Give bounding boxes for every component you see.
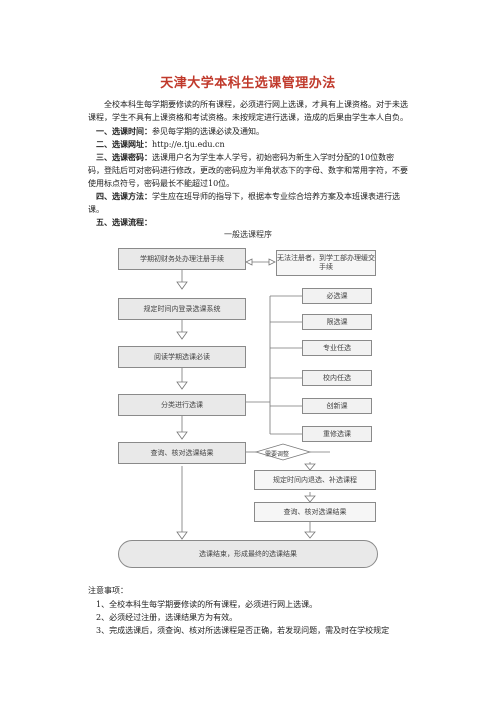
item-4-text: 学生应在班导师的指导下，根据本专业综合培养方案及本班课表进行选课。 (88, 192, 400, 214)
category-limited: 限选课 (302, 314, 372, 330)
item-2-text: http://e.tju.edu.cn (152, 140, 225, 149)
category-retake: 重修选课 (302, 426, 372, 442)
intro-paragraph: 全校本科生每学期要修读的所有课程，必须进行网上选课，才具有上课资格。对于未选课程… (88, 100, 408, 122)
item-2-label: 二、选课网址： (96, 140, 152, 149)
note-3: 3、完成选课后，须查询、核对所选课程是否正确，若发现问题，需及时在学校规定 (96, 626, 390, 635)
flow-step-login: 规定时间内登录选课系统 (118, 298, 246, 320)
item-1-text: 参见每学期的选课必读及通知。 (152, 127, 264, 136)
item-4-label: 四、选课方法： (96, 192, 152, 201)
category-major-elective: 专业任选 (302, 340, 372, 356)
item-5-label: 五、选课流程： (96, 218, 152, 227)
item-5: 五、选课流程： (88, 216, 408, 229)
flow-step-select-by-category: 分类进行选课 (118, 394, 246, 416)
flowchart-title: 一般选课程序 (224, 230, 272, 239)
adjust-decision: 需要调整 (265, 451, 290, 458)
item-3: 三、选课密码：选课用户名为学生本人学号，初始密码为新生入学时分配的10位数密码，… (88, 151, 408, 190)
flow-final-result: 选课结束，形成最终的选课结果 (118, 540, 378, 568)
note-2: 2、必须经过注册，选课结果方为有效。 (96, 613, 238, 622)
note-1: 1、全校本科生每学期要修读的所有课程，必须进行网上选课。 (96, 600, 318, 609)
flow-side-note: 无法注册者，到学工部办理缓交手续 (276, 250, 376, 276)
flow-step-register: 学期初财务处办理注册手续 (118, 248, 246, 270)
flow-step-read-guide: 阅读学期选课必读 (118, 346, 246, 368)
item-3-label: 三、选课密码： (96, 153, 152, 162)
item-4: 四、选课方法：学生应在班导师的指导下，根据本专业综合培养方案及本班课表进行选课。 (88, 190, 408, 216)
item-2: 二、选课网址：http://e.tju.edu.cn (88, 138, 408, 151)
item-3-text: 选课用户名为学生本人学号，初始密码为新生入学时分配的10位数密码，登陆后可对密码… (88, 153, 408, 188)
document-title: 天津大学本科生选课管理办法 (160, 76, 336, 91)
notes-heading: 注意事项： (88, 586, 128, 595)
flow-step-recheck: 查询、核对选课结果 (254, 502, 376, 522)
category-innovation: 创新课 (302, 398, 372, 414)
item-1: 一、选课时间：参见每学期的选课必读及通知。 (88, 125, 408, 138)
flow-step-check-result: 查询、核对选课结果 (118, 442, 246, 464)
category-required: 必选课 (302, 288, 372, 304)
item-1-label: 一、选课时间： (96, 127, 152, 136)
category-campus-elective: 校内任选 (302, 370, 372, 386)
flow-step-add-drop: 规定时间内退选、补选课程 (254, 470, 376, 490)
